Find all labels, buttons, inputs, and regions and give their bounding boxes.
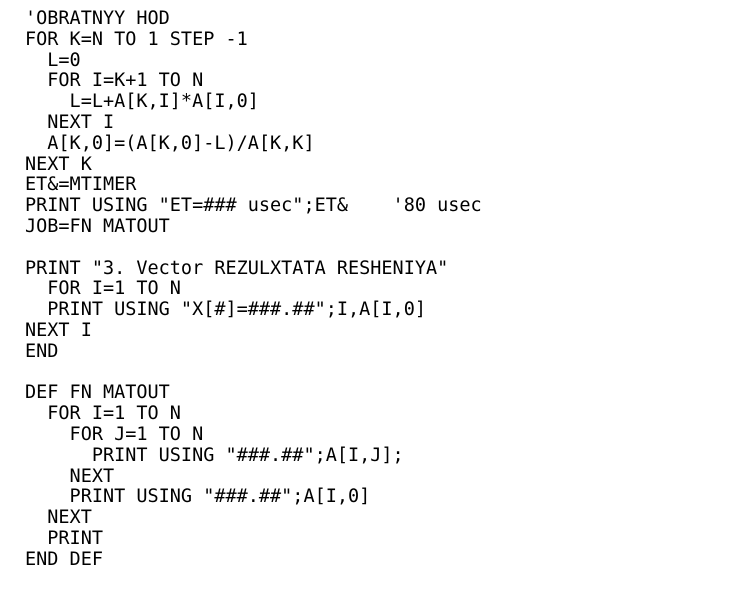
code-line: PRINT USING "ET=### usec";ET& '80 usec (25, 195, 482, 217)
code-line: ET&=MTIMER (25, 174, 137, 196)
code-line: FOR I=K+1 TO N (25, 70, 204, 92)
code-line: FOR I=1 TO N (25, 403, 181, 425)
code-line: NEXT I (25, 111, 115, 133)
code-line: PRINT USING "X[#]=###.##";I,A[I,0] (25, 299, 426, 321)
code-line: END DEF (25, 548, 103, 570)
code-line: NEXT I (25, 319, 92, 341)
code-line: PRINT "3. Vector REZULXTATA RESHENIYA" (25, 257, 449, 279)
code-listing: 'OBRATNYY HOD FOR K=N TO 1 STEP -1 L=0 F… (25, 8, 735, 579)
code-line: PRINT USING "###.##";A[I,J]; (25, 444, 404, 466)
code-line: L=L+A[K,I]*A[I,0] (25, 91, 259, 113)
code-line: FOR I=1 TO N (25, 278, 181, 300)
code-line: NEXT K (25, 153, 92, 175)
code-line: PRINT (25, 527, 103, 549)
code-line: NEXT (25, 465, 115, 487)
code-line: FOR J=1 TO N (25, 423, 204, 445)
code-line: END (25, 340, 59, 362)
code-line: L=0 (25, 49, 81, 71)
code-line (25, 238, 735, 259)
code-line: FOR K=N TO 1 STEP -1 (25, 28, 248, 50)
code-line: DEF FN MATOUT (25, 382, 170, 404)
code-line: NEXT (25, 507, 92, 529)
code-line: 'OBRATNYY HOD (25, 8, 170, 29)
code-line: JOB=FN MATOUT (25, 215, 170, 237)
code-line (25, 363, 735, 384)
code-line: A[K,0]=(A[K,0]-L)/A[K,K] (25, 132, 315, 154)
code-line: PRINT USING "###.##";A[I,0] (25, 486, 371, 508)
